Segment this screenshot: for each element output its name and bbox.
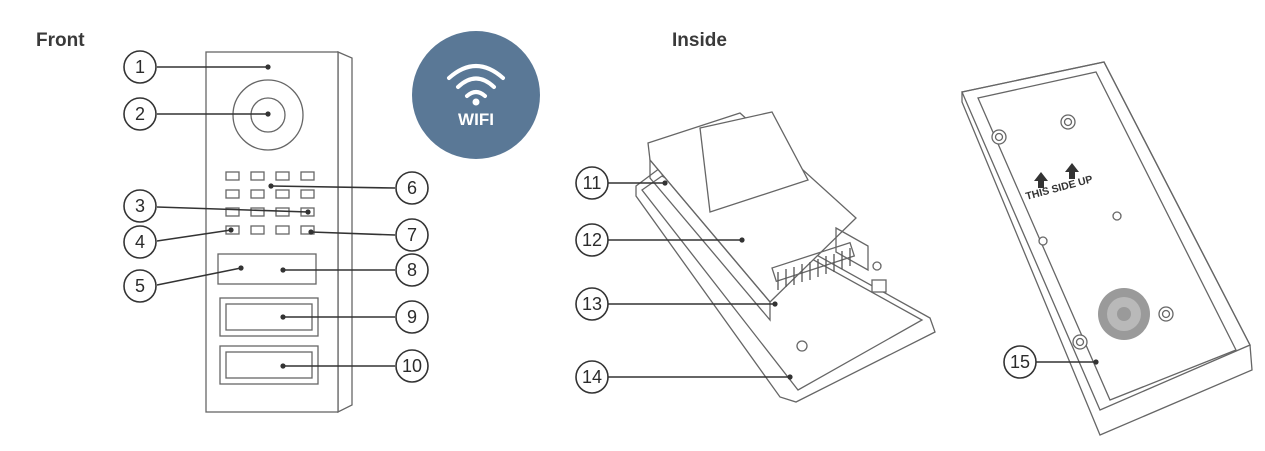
- callout-5: 5: [123, 269, 157, 303]
- inside-module: [635, 111, 936, 403]
- callout-number: 6: [407, 178, 417, 198]
- inside-heading: Inside: [672, 30, 727, 51]
- callout-3: 3: [123, 189, 157, 223]
- callout-number: 3: [135, 196, 145, 216]
- callout-number: 5: [135, 276, 145, 296]
- callout-14: 14: [575, 360, 609, 394]
- callout-number: 9: [407, 307, 417, 327]
- keypad: [225, 171, 315, 235]
- callout-9: 9: [395, 300, 429, 334]
- callout-8: 8: [395, 253, 429, 287]
- callout-number: 13: [582, 294, 602, 314]
- callout-number: 4: [135, 232, 145, 252]
- callout-12: 12: [575, 223, 609, 257]
- callout-7: 7: [395, 218, 429, 252]
- callout-10: 10: [395, 349, 429, 383]
- inside-leaders: [608, 180, 793, 380]
- front-leaders: [156, 64, 396, 369]
- wifi-label: WIFI: [458, 110, 494, 129]
- callout-number: 11: [583, 173, 602, 193]
- wifi-icon: [447, 64, 505, 98]
- callout-number: 2: [135, 104, 145, 124]
- callout-4: 4: [123, 225, 157, 259]
- callout-number: 7: [407, 225, 417, 245]
- front-heading: Front: [36, 30, 85, 51]
- callout-number: 12: [582, 230, 602, 250]
- callout-6: 6: [395, 171, 429, 205]
- callout-number: 14: [582, 367, 602, 387]
- callout-number: 15: [1010, 352, 1030, 372]
- callout-15: 15: [1003, 345, 1037, 379]
- callout-13: 13: [575, 287, 609, 321]
- wifi-badge: WIFI: [412, 31, 540, 159]
- callout-number: 1: [135, 57, 145, 77]
- callout-1: 1: [123, 50, 157, 84]
- back-box: THIS SIDE UP: [961, 61, 1253, 436]
- callout-11: 11: [575, 166, 609, 200]
- callout-number: 8: [407, 260, 417, 280]
- callout-2: 2: [123, 97, 157, 131]
- callout-number: 10: [402, 356, 422, 376]
